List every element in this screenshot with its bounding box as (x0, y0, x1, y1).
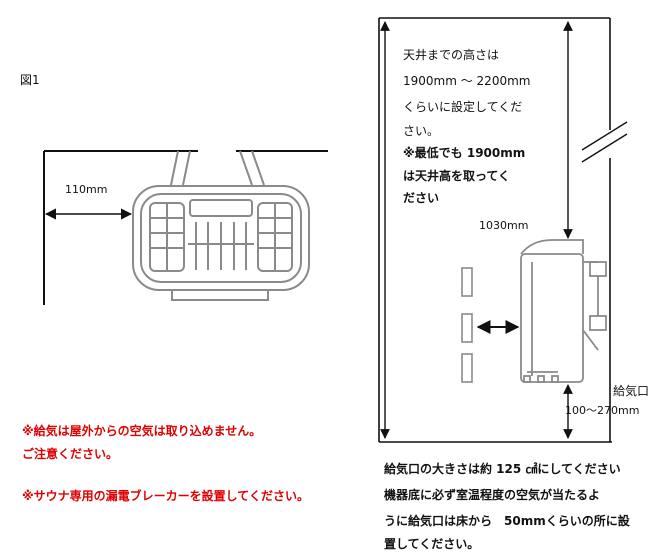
top-view-diagram (43, 150, 328, 305)
side-view-diagram (378, 17, 628, 443)
ceiling-note-line: くらいに設定してくだ (403, 100, 523, 114)
air-supply-range-label: 100～270mm (565, 404, 640, 417)
air-vent-icon (461, 353, 473, 383)
wall-break-mark (581, 121, 628, 151)
clearance-label: 110mm (65, 183, 108, 196)
warning-line: ※給気は屋外からの空気は取り込めません。 (22, 424, 262, 438)
heater-side-view-icon (520, 239, 607, 383)
ceiling-minimum-note-line: は天井高を取ってく (403, 169, 511, 183)
air-supply-note-line: うに給気口は床から 50mmくらいの所に設 (384, 514, 630, 528)
warning-line: ※サウナ専用の漏電ブレーカーを設置してください。 (22, 489, 309, 503)
heater-height-label: 1030mm (479, 219, 529, 232)
air-supply-label: 給気口 (613, 384, 650, 398)
air-vent-icon (461, 313, 473, 343)
air-supply-note-line: 機器底に必ず室温程度の空気が当たるよ (384, 488, 601, 502)
ceiling-minimum-note-line: ※最低でも 1900mm (403, 146, 526, 160)
figure-label: 図1 (20, 73, 40, 87)
air-supply-note-line: 給気口の大きさは約 125 ㎠にしてください (384, 462, 621, 476)
ceiling-note-line: さい。 (403, 124, 440, 138)
wall-break-mark (581, 133, 628, 163)
ceiling-note-line: 1900mm ～ 2200mm (403, 74, 531, 88)
air-vent-icon (461, 267, 473, 297)
air-supply-note-line: 置してください。 (384, 537, 480, 551)
ceiling-note-line: 天井までの高さは (403, 48, 500, 62)
warning-line: ご注意ください。 (22, 447, 119, 461)
heater-top-view-icon (132, 150, 310, 301)
ceiling-minimum-note-line: ださい (403, 191, 440, 205)
